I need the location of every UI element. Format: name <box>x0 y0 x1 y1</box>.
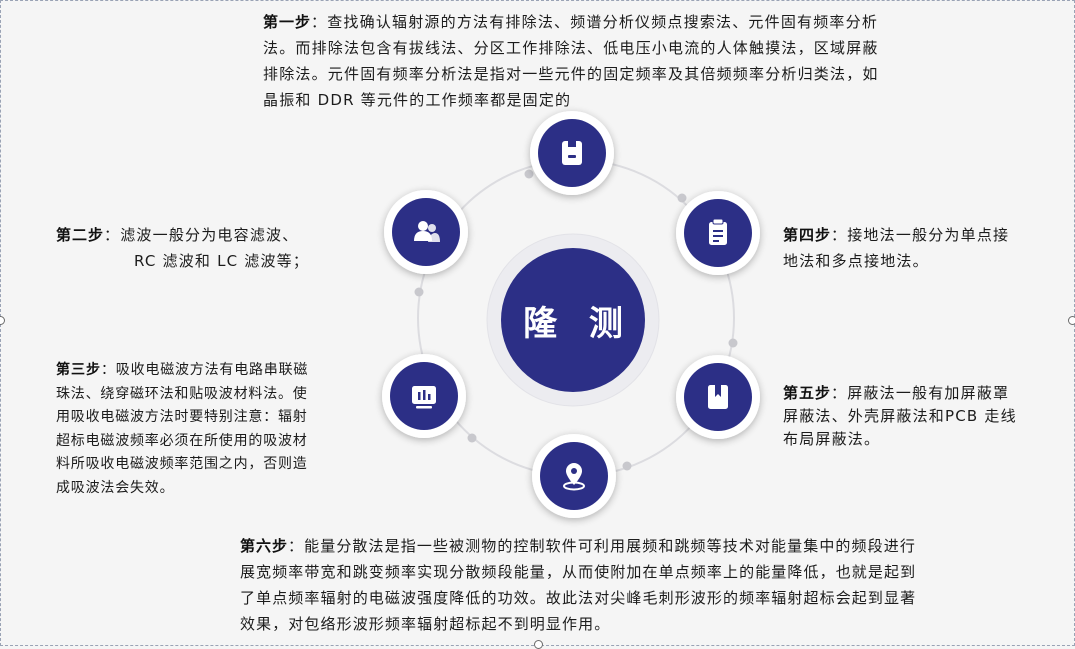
step6-line-2: 展宽频率带宽和跳变频率实现分散频段能量，从而使附加在单点频率上的能量降低，也就是… <box>240 563 917 581</box>
step4-title: 第四步 <box>783 226 832 244</box>
step6-line-3: 了单点频率辐射的电磁波强度降低的功效。故此法对尖峰毛刺形波形的频率辐射超标会起到… <box>240 589 917 607</box>
center-label: 隆 测 <box>523 303 633 344</box>
step1-text: 第一步：查找确认辐射源的方法有排除法、频谱分析仪频点搜索法、元件固有频率分析 法… <box>263 9 1023 113</box>
node-step6 <box>532 434 616 518</box>
location-pin-icon <box>563 463 585 491</box>
node-step5 <box>676 355 760 439</box>
step3-line-3: 用吸收电磁波方法时要特别注意：辐射 <box>56 409 308 425</box>
resize-handle-right[interactable] <box>1068 316 1075 325</box>
orbit-dot <box>524 169 534 179</box>
step6-title: 第六步 <box>240 537 289 555</box>
step3-line-5: 料所吸收电磁波频率范围之内，否则造 <box>56 456 308 472</box>
step2-text: 第二步：滤波一般分为电容滤波、 RC 滤波和 LC 滤波等； <box>56 222 386 274</box>
step3-line-1: 第三步：吸收电磁波方法有电路串联磁 <box>56 362 309 378</box>
step1-line-2: 法。而排除法包含有拔线法、分区工作排除法、低电压小电流的人体触摸法，区域屏蔽 <box>263 39 879 57</box>
step6-text: 第六步：能量分散法是指一些被测物的控制软件可利用展频和跳频等技术对能量集中的频段… <box>240 533 1070 637</box>
step1-line-1: 第一步：查找确认辐射源的方法有排除法、频谱分析仪频点搜索法、元件固有频率分析 <box>263 13 879 31</box>
step4-line-1: 第四步：接地法一般分为单点接 <box>783 226 1010 244</box>
step1-line-3: 排除法。元件固有频率分析法是指对一些元件的固定频率及其倍频频率分析归类法，如 <box>263 65 879 83</box>
step3-text: 第三步：吸收电磁波方法有电路串联磁 珠法、绕穿磁环法和贴吸波材料法。使 用吸收电… <box>56 359 376 500</box>
node-step2 <box>384 190 468 274</box>
step5-line-2: 屏蔽法、外壳屏蔽法和PCB 走线 <box>783 407 1017 425</box>
step5-line-3: 布局屏蔽法。 <box>783 430 881 448</box>
orbit-dot <box>728 338 738 348</box>
step5-text: 第五步：屏蔽法一般有加屏蔽罩 屏蔽法、外壳屏蔽法和PCB 走线 布局屏蔽法。 <box>783 382 1073 451</box>
step3-line-4: 超标电磁波频率必须在所使用的吸波材 <box>56 432 308 449</box>
orbit-dot <box>677 193 687 203</box>
node-step1 <box>530 111 614 195</box>
bookmark-icon <box>708 385 728 409</box>
step2-title: 第二步 <box>56 226 105 244</box>
step1-line-4: 晶振和 DDR 等元件的工作频率都是固定的 <box>263 91 572 109</box>
orbit-dot <box>622 461 632 471</box>
step2-line-2: RC 滤波和 LC 滤波等； <box>134 252 310 270</box>
step5-title: 第五步 <box>783 384 832 402</box>
node-step3 <box>382 354 466 438</box>
step5-line-1: 第五步：屏蔽法一般有加屏蔽罩 <box>783 384 1010 402</box>
tag-icon <box>562 141 582 165</box>
users-icon <box>414 221 440 242</box>
step3-line-2: 珠法、绕穿磁环法和贴吸波材料法。使 <box>56 385 308 402</box>
clipboard-icon <box>709 218 727 245</box>
center-circle <box>501 248 645 392</box>
node-step4 <box>676 191 760 275</box>
step3-line-6: 成吸波法会失效。 <box>56 479 175 496</box>
step3-title: 第三步 <box>56 362 101 378</box>
step4-line-2: 地法和多点接地法。 <box>783 252 929 270</box>
chart-board-icon <box>412 386 436 409</box>
resize-handle-left[interactable] <box>0 316 5 325</box>
orbit-dot <box>414 287 424 297</box>
resize-handle-bottom[interactable] <box>534 640 543 649</box>
step6-line-4: 效果，对包络形波形频率辐射超标起不到明显作用。 <box>240 615 611 633</box>
step1-title: 第一步 <box>263 13 312 31</box>
orbit-dot <box>467 433 477 443</box>
step2-line-1: 第二步：滤波一般分为电容滤波、 <box>56 226 299 244</box>
step4-text: 第四步：接地法一般分为单点接 地法和多点接地法。 <box>783 222 1068 274</box>
step6-line-1: 第六步：能量分散法是指一些被测物的控制软件可利用展频和跳频等技术对能量集中的频段… <box>240 537 916 555</box>
